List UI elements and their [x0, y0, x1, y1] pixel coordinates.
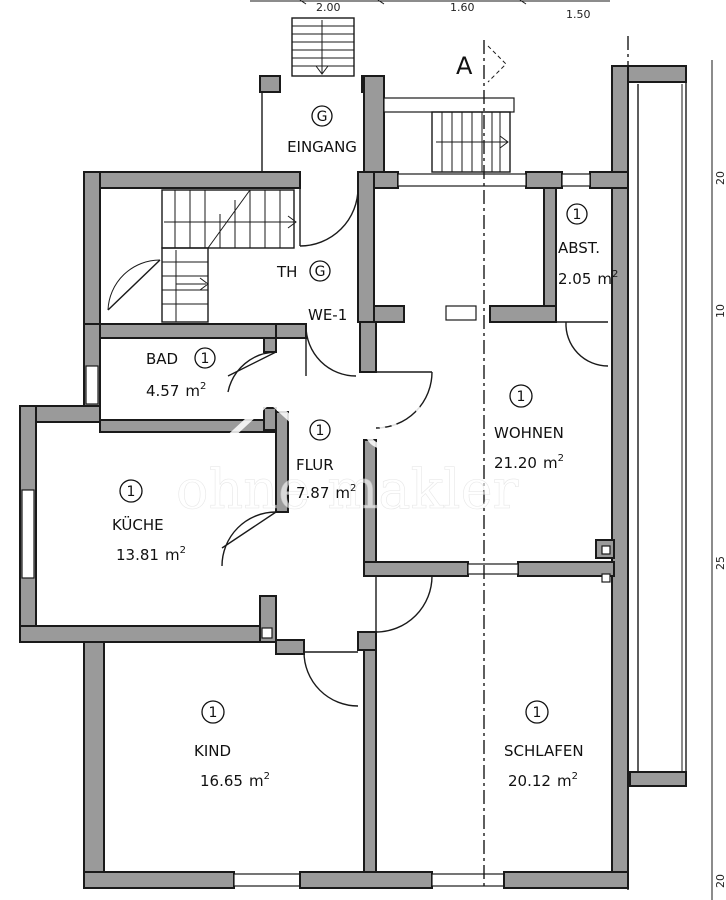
level-badge [509, 384, 533, 408]
room-area: 16.65 m2 [200, 771, 270, 790]
room-name: FLUR [296, 456, 334, 474]
area-unit-exp: 2 [572, 771, 578, 782]
room-name: SCHLAFEN [504, 742, 584, 760]
level-badge-label: 1 [573, 207, 582, 223]
area-unit: m [249, 772, 264, 790]
level-badge-label: G [315, 264, 326, 280]
room-name: TH [276, 263, 297, 281]
level-badge [525, 700, 549, 724]
top-dimension-line: 2.00 1.60 1.50 [250, 0, 610, 21]
room-name: BAD [146, 350, 178, 368]
room-name: KIND [194, 742, 231, 760]
room-bad: BAD 1 4.57 m2 [146, 347, 216, 400]
area-unit: m [557, 772, 572, 790]
area-unit-exp: 2 [350, 483, 356, 494]
area-unit: m [543, 454, 558, 472]
dim-top-2: 1.60 [450, 1, 475, 14]
area-value: 13.81 [116, 546, 159, 564]
balcony [611, 65, 687, 889]
room-kind: 1 KIND 16.65 m2 [194, 700, 270, 790]
level-badge [201, 700, 225, 724]
dim-right-4: 20 [714, 874, 726, 888]
level-badge [309, 419, 331, 441]
unit-name: WE-1 [308, 306, 347, 324]
area-unit-exp: 2 [558, 453, 564, 464]
room-area: 7.87 m2 [296, 483, 356, 502]
area-value: 4.57 [146, 382, 179, 400]
room-abst: 1 ABST. 2.05 m2 [558, 203, 618, 288]
unit-label-we: WE-1 [308, 306, 347, 324]
room-area: 21.20 m2 [494, 453, 564, 472]
room-name: EINGANG [287, 138, 357, 156]
dim-right-3: 25 [714, 556, 726, 570]
section-line-a: A [456, 36, 629, 890]
level-badge [309, 260, 331, 282]
level-badge-label: 1 [209, 705, 218, 721]
room-area: 2.05 m2 [558, 269, 618, 288]
doors [107, 187, 609, 707]
room-area: 4.57 m2 [146, 381, 206, 400]
interior-walls [99, 171, 615, 873]
area-unit-exp: 2 [200, 381, 206, 392]
level-badge-label: 1 [127, 484, 136, 500]
room-name: ABST. [558, 239, 600, 257]
level-badge [311, 105, 333, 127]
area-unit-exp: 2 [612, 269, 618, 280]
watermark: ohne makler [176, 395, 519, 521]
room-area: 20.12 m2 [508, 771, 578, 790]
section-marker: A [456, 52, 473, 80]
room-eingang: G EINGANG [287, 105, 357, 156]
area-unit: m [165, 546, 180, 564]
dim-top-1: 2.00 [316, 1, 341, 14]
right-dimension-line: 20 10 25 20 [711, 60, 726, 900]
room-wohnen: 1 WOHNEN 21.20 m2 [494, 384, 564, 472]
level-badge-label: 1 [316, 423, 325, 439]
area-unit-exp: 2 [180, 545, 186, 556]
level-badge [194, 347, 216, 369]
area-value: 16.65 [200, 772, 243, 790]
room-name: KÜCHE [112, 515, 164, 534]
interior-stairs [161, 189, 297, 323]
room-kueche: 1 KÜCHE 13.81 m2 [112, 479, 186, 564]
level-badge [119, 479, 143, 503]
dim-top-3: 1.50 [566, 8, 591, 21]
area-unit: m [597, 270, 612, 288]
area-unit: m [335, 484, 350, 502]
area-value: 21.20 [494, 454, 537, 472]
level-badge-label: 1 [517, 389, 526, 405]
level-badge-label: 1 [201, 351, 210, 367]
room-schlafen: 1 SCHLAFEN 20.12 m2 [504, 700, 584, 790]
room-flur: 1 FLUR 7.87 m2 [296, 419, 356, 502]
exterior-walls [19, 171, 629, 889]
room-area: 13.81 m2 [116, 545, 186, 564]
area-value: 20.12 [508, 772, 551, 790]
level-badge-label: 1 [533, 705, 542, 721]
entrance-stairs [291, 17, 355, 77]
room-name: WOHNEN [494, 424, 564, 442]
area-value: 2.05 [558, 270, 591, 288]
area-value: 7.87 [296, 484, 329, 502]
watermark-text: ohne makler [176, 458, 519, 521]
room-th: TH G [276, 260, 331, 282]
level-badge-label: G [317, 109, 328, 125]
terrace-stairs [383, 97, 515, 173]
level-badge [566, 203, 588, 225]
area-unit-exp: 2 [264, 771, 270, 782]
area-unit: m [185, 382, 200, 400]
dim-right-2: 10 [714, 304, 726, 318]
dim-right-1: 20 [714, 171, 726, 185]
